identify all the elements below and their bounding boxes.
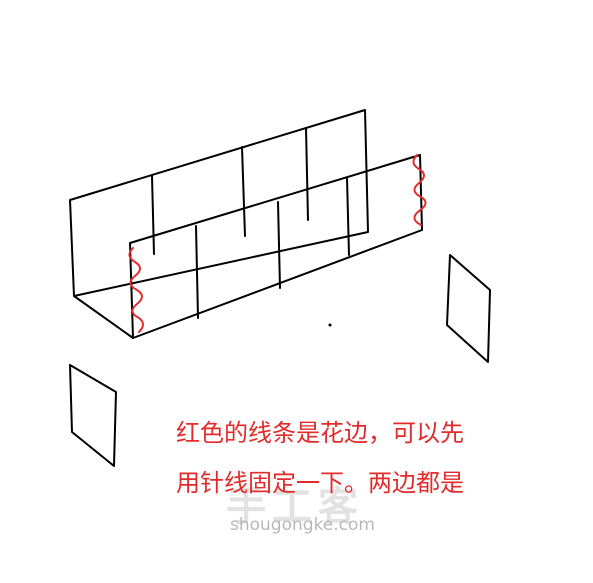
front-panel-divider — [346, 177, 350, 256]
back-panel-divider — [241, 146, 246, 237]
annotation-line-1: 红色的线条是花边，可以先 — [176, 419, 464, 447]
lace-trim-left — [128, 247, 144, 333]
front-panel-divider — [277, 201, 281, 289]
back-panel-divider — [151, 175, 155, 255]
watermark-logo: 手工客 — [226, 484, 364, 530]
lace-trim-right — [412, 154, 427, 226]
back-panel — [69, 109, 369, 297]
watermark-site: shougongke.com — [230, 515, 375, 535]
stray-dot — [328, 323, 332, 327]
annotation-line-2: 用针线固定一下。两边都是 — [176, 469, 464, 497]
end-piece-left — [69, 364, 117, 467]
back-panel-divider — [305, 127, 309, 221]
base-edge — [73, 295, 134, 339]
front-panel-divider — [195, 225, 199, 319]
front-panel — [129, 154, 423, 339]
end-piece-right — [446, 254, 491, 363]
